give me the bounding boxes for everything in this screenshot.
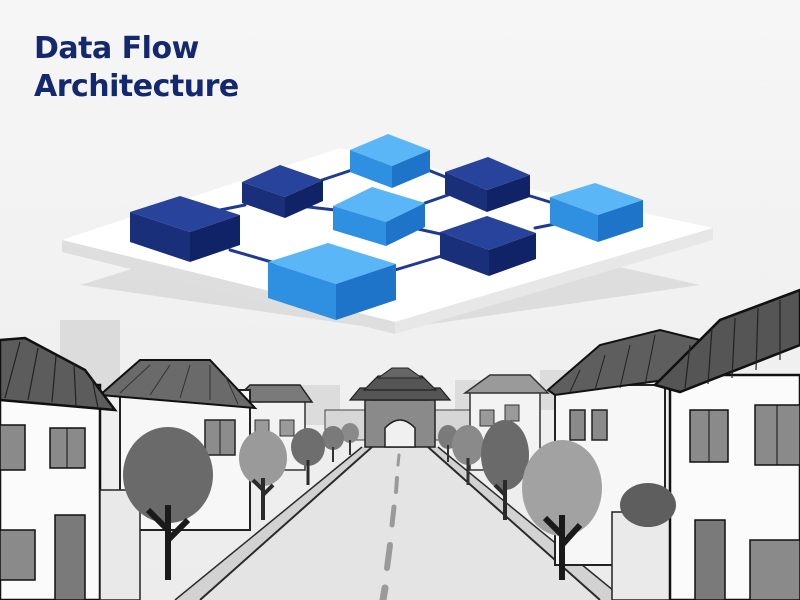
bush-right (620, 483, 676, 527)
node-1[interactable] (350, 134, 430, 188)
page-title: Data Flow Architecture (34, 30, 239, 106)
node-4[interactable] (333, 187, 425, 246)
right-houses (462, 288, 800, 600)
tree-right-2 (452, 425, 484, 485)
edge-node8-node7 (393, 253, 447, 272)
architecture-diagram (62, 134, 713, 334)
tree-right-4 (522, 440, 602, 580)
edge-node2-node1 (320, 168, 354, 182)
edge-node5-node8 (228, 248, 277, 265)
tree-left-5 (123, 427, 213, 580)
node-7[interactable] (440, 216, 536, 276)
city-gate (324, 367, 476, 448)
tree-left-1 (341, 423, 359, 455)
trees-right (438, 420, 676, 580)
edge-node5-node2 (218, 203, 247, 212)
node-6[interactable] (550, 183, 643, 242)
house-right-front (652, 288, 800, 600)
node-2[interactable] (242, 165, 323, 218)
title-line-1: Data Flow (34, 31, 199, 66)
edge-node3-node6 (525, 193, 555, 205)
trees-left (123, 423, 359, 580)
tree-left-4 (239, 430, 287, 520)
house-left-front (0, 336, 141, 600)
title-line-2: Architecture (34, 69, 239, 104)
edge-node1-node3 (426, 168, 450, 180)
tree-right-3 (481, 420, 529, 520)
tree-left-3 (291, 428, 325, 485)
node-8[interactable] (268, 243, 396, 320)
node-3[interactable] (445, 157, 530, 212)
street-scene (0, 288, 800, 600)
house-right-mid (546, 328, 702, 600)
tree-left-2 (322, 426, 344, 462)
edge-node3-node4 (423, 193, 450, 205)
center-dashes (379, 453, 401, 600)
node-5[interactable] (130, 196, 240, 262)
